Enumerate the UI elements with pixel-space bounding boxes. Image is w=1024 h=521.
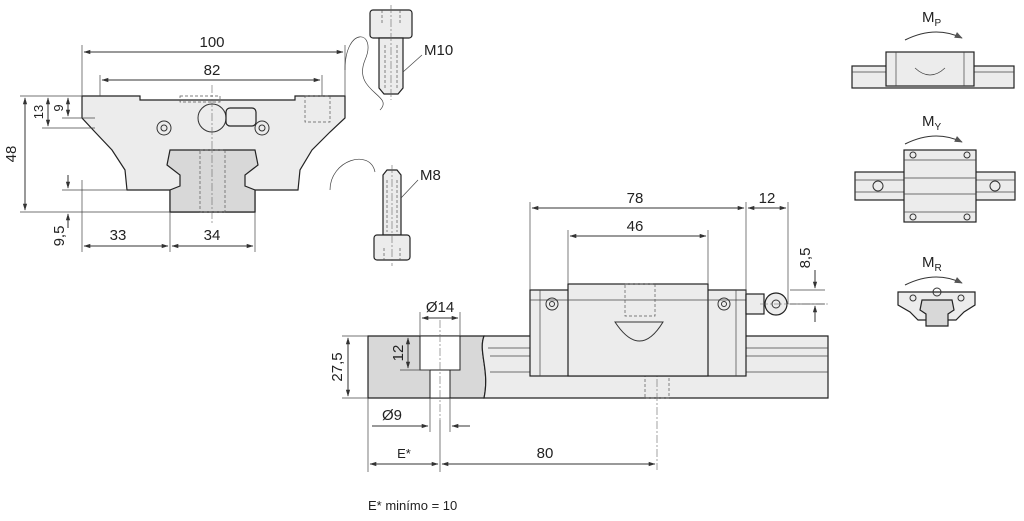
- dim-8-5: 8,5: [797, 248, 814, 269]
- front-view: 100 82 48 13 9 9,5 33 34: [3, 34, 384, 252]
- screw-m10: M10: [369, 5, 453, 100]
- moment-mr: MR: [897, 254, 976, 327]
- my-label: MY: [922, 113, 942, 133]
- mr-label: MR: [922, 254, 942, 274]
- footnote: E* minímo = 10: [368, 498, 457, 513]
- dim-9-5: 9,5: [51, 226, 68, 247]
- dim-d9: Ø9: [382, 407, 402, 424]
- rail-hole-hidden: [199, 149, 226, 213]
- screw-m8: M8: [373, 165, 441, 266]
- side-view: 78 12 46 8,5 Ø14 12 27,5 Ø9: [329, 190, 830, 472]
- dim-80: 80: [537, 445, 554, 462]
- front-hole-left: [156, 120, 172, 136]
- dim-9: 9: [51, 104, 66, 111]
- dim-46: 46: [627, 218, 644, 235]
- dim-d14: Ø14: [426, 299, 454, 316]
- dim-78: 78: [627, 190, 644, 207]
- dim-e-star: E*: [397, 446, 411, 461]
- dim-27-5: 27,5: [329, 352, 346, 381]
- dim-100: 100: [199, 34, 224, 51]
- dim-12-top: 12: [759, 190, 776, 207]
- front-hole-right: [254, 120, 270, 136]
- moment-mp: MP: [851, 9, 1015, 89]
- dim-34: 34: [204, 227, 221, 244]
- screw-m10-label: M10: [424, 42, 453, 59]
- mp-label: MP: [922, 9, 942, 29]
- dim-12-vertical: 12: [390, 345, 407, 362]
- dim-13: 13: [31, 105, 46, 119]
- moment-my: MY: [854, 113, 1016, 223]
- dim-48: 48: [3, 146, 20, 163]
- dim-33: 33: [110, 227, 127, 244]
- screw-m8-label: M8: [420, 167, 441, 184]
- dim-82: 82: [204, 62, 221, 79]
- carriage-block: [567, 283, 709, 377]
- grease-nipple-body: [225, 107, 257, 127]
- rail-profile: [166, 149, 259, 213]
